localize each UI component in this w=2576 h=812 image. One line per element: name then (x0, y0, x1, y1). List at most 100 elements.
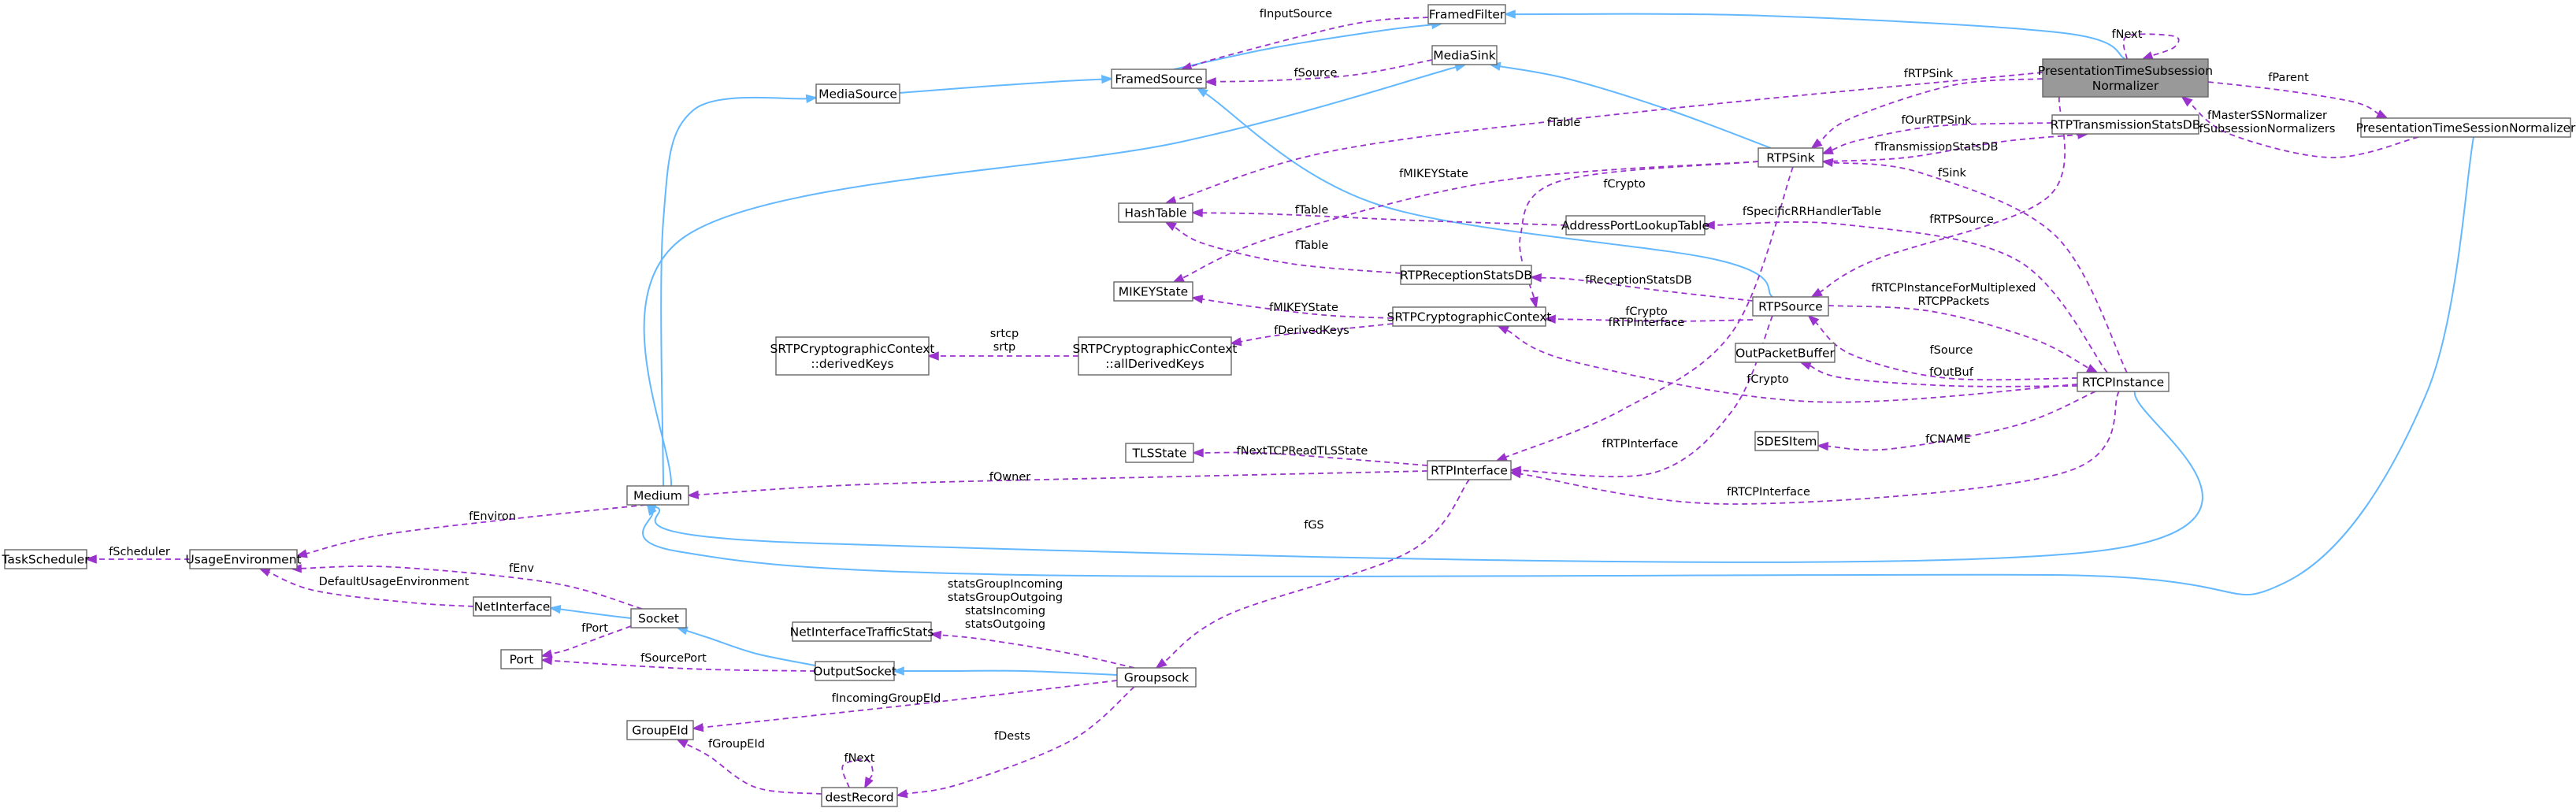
class-node-netInterface[interactable]: NetInterface (473, 596, 551, 617)
edge-label-line: fParent (2268, 72, 2309, 84)
usage-edge-use-fenviron (295, 504, 647, 558)
class-box (2077, 372, 2170, 392)
edge-line (1519, 391, 2120, 505)
class-node-destRecord[interactable]: destRecord (821, 787, 898, 807)
class-node-rtcpInstance[interactable]: RTCPInstance (2077, 372, 2170, 392)
class-node-outPacketBuffer[interactable]: OutPacketBuffer (1735, 343, 1835, 363)
edge-label-use-fcrypto-sink: fCrypto (1603, 178, 1646, 191)
edge-line (905, 686, 1135, 795)
edge-line (1519, 315, 1773, 478)
class-box (1431, 45, 1498, 65)
arrow-head-icon (1190, 208, 1203, 217)
inheritance-edge-inh-medium-rtcp (644, 391, 2203, 563)
edge-label-line: fRTPInterface (1609, 317, 1685, 329)
edge-label-use-fnexttcp: fNextTCPReadTLSState (1237, 445, 1368, 458)
edge-line (1201, 212, 1567, 226)
edge-line (267, 571, 474, 607)
class-node-rtpTxStatsDB[interactable]: RTPTransmissionStatsDB (2051, 114, 2201, 135)
edge-line (701, 680, 1118, 729)
class-name: ::derivedKeys (811, 357, 893, 371)
class-name: Groupsock (1124, 671, 1189, 685)
arrow-head-icon (1204, 77, 1216, 87)
class-node-outputSocket[interactable]: OutputSocket (813, 661, 896, 681)
class-node-mediaSource[interactable]: MediaSource (815, 83, 900, 104)
class-node-mikeyState[interactable]: MIKEYState (1113, 281, 1193, 302)
edge-line (1201, 298, 1394, 319)
class-node-rtpSource[interactable]: RTPSource (1752, 296, 1829, 317)
class-name: NetInterface (474, 600, 551, 614)
edge-label-use-fcname: fCNAME (1925, 433, 1971, 446)
edge-label-line: fMIKEYState (1399, 168, 1468, 180)
edge-line (1831, 161, 2128, 373)
class-node-usageEnv[interactable]: UsageEnvironment (185, 549, 302, 569)
class-box (1427, 460, 1512, 480)
edge-label-use-fnext-dest: fNext (844, 752, 875, 765)
arrow-head-icon (1529, 296, 1539, 310)
usage-edge-use-fspecific (1702, 221, 2108, 373)
arrow-head-icon (1497, 325, 1509, 335)
class-node-sdesItem[interactable]: SDESItem (1754, 431, 1819, 451)
class-name: NetInterfaceTrafficStats (790, 625, 934, 640)
usage-edge-use-ftable-addr (1190, 208, 1567, 226)
arrow-head-icon (1529, 273, 1542, 283)
class-node-medium[interactable]: Medium (626, 485, 689, 506)
edge-label-line: fReceptionStatsDB (1585, 274, 1691, 287)
class-name: MediaSource (818, 87, 897, 102)
class-name: PresentationTimeSessionNormalizer (2356, 121, 2576, 135)
edge-line (1174, 72, 2043, 202)
arrow-head-icon (676, 739, 689, 748)
class-name: SRTPCryptographicContext (770, 342, 935, 356)
class-node-framedFilter[interactable]: FramedFilter (1427, 4, 1506, 24)
usage-edge-use-srtcp (926, 351, 1078, 361)
class-node-hashTable[interactable]: HashTable (1118, 202, 1193, 223)
edge-line (1513, 13, 2126, 60)
class-node-groupsock[interactable]: Groupsock (1116, 667, 1197, 688)
class-name: Port (510, 653, 534, 667)
usage-edge-use-frxstatsdb (1529, 273, 1754, 302)
arrow-head-icon (258, 568, 271, 577)
arrow-head-icon (1172, 273, 1185, 283)
class-node-socket[interactable]: Socket (630, 608, 687, 628)
class-node-tlsState[interactable]: TLSState (1125, 443, 1194, 463)
usage-edge-use-fderivedkeys (1229, 323, 1394, 347)
class-node-groupEId[interactable]: GroupEId (626, 720, 694, 740)
class-name: MIKEYState (1119, 285, 1188, 299)
usage-edge-use-fgroupeid (676, 739, 822, 795)
class-node-srtpKeys[interactable]: SRTPCryptographicContext::derivedKeys (770, 336, 935, 376)
edge-line (1818, 78, 2043, 144)
class-node-mediaSink[interactable]: MediaSink (1431, 45, 1498, 65)
class-box (1758, 147, 1824, 168)
class-box (1111, 69, 1207, 89)
class-node-rtpRxStatsDB[interactable]: RTPReceptionStatsDB (1400, 265, 1532, 285)
class-node-framedSource[interactable]: FramedSource (1111, 69, 1207, 89)
class-name: ::allDerivedKeys (1105, 357, 1204, 371)
edge-label-use-fcrypto-src: fCrypto (1625, 306, 1668, 318)
class-node-rtpSink[interactable]: RTPSink (1758, 147, 1824, 168)
inheritance-edge-inh-filter-ptsn (1503, 9, 2126, 60)
class-box (2042, 58, 2209, 98)
edge-label-use-fenv: fEnv (509, 562, 534, 575)
class-node-rtpInterface[interactable]: RTPInterface (1427, 460, 1512, 480)
inheritance-edge-inh-outsock-groupsock (892, 666, 1118, 676)
edge-label-use-frtpif-src: fRTPInterface (1602, 438, 1679, 450)
class-box (189, 549, 298, 569)
usage-edge-use-fcrypto-src (1543, 314, 1754, 324)
usage-edge-use-fsink (1821, 158, 2128, 373)
class-name: TaskScheduler (1, 553, 90, 567)
class-node-addrPortTable[interactable]: AddressPortLookupTable (1561, 215, 1709, 235)
class-node-srtpAllKeys[interactable]: SRTPCryptographicContext::allDerivedKeys (1073, 336, 1238, 376)
usage-edge-use-fcrypto-rtcp (1497, 325, 2078, 403)
class-node-port[interactable]: Port (500, 649, 543, 669)
arrow-head-icon (1821, 158, 1834, 168)
usage-edge-use-fincominggroup (691, 680, 1118, 732)
class-node-netIfTrafficStats[interactable]: NetInterfaceTrafficStats (790, 621, 934, 642)
class-name: Normalizer (2092, 79, 2159, 93)
class-node-ptSessionNorm[interactable]: PresentationTimeSessionNormalizer (2356, 117, 2576, 138)
arrow-head-icon (2181, 95, 2193, 107)
class-node-srtpCtx[interactable]: SRTPCryptographicContext (1387, 306, 1552, 327)
class-box (4, 549, 87, 569)
edge-label-line: fSpecificRRHandlerTable (1743, 206, 1881, 218)
class-node-taskScheduler[interactable]: TaskScheduler (1, 549, 90, 569)
